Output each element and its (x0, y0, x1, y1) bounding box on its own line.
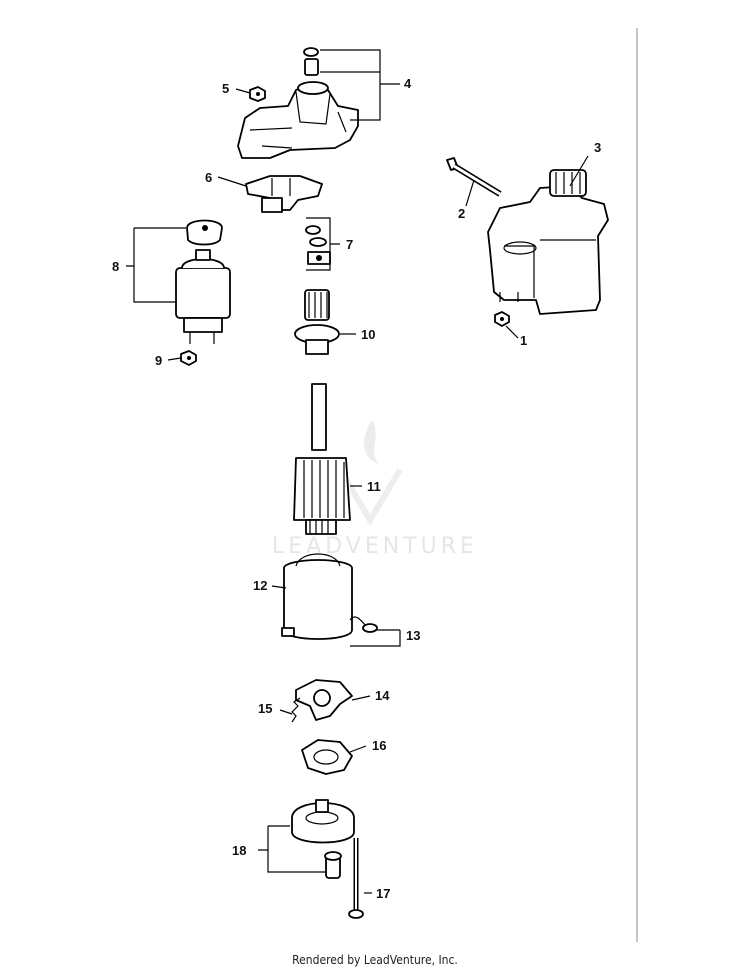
part-9-nut (180, 350, 197, 366)
part-6-brush-plate (245, 175, 323, 213)
callout-5: 5 (222, 81, 229, 96)
callout-2: 2 (458, 206, 465, 221)
callout-13: 13 (406, 628, 420, 643)
callout-10: 10 (361, 327, 375, 342)
leader-lines (126, 49, 589, 894)
callout-11: 11 (367, 479, 381, 494)
starter-assembly (487, 169, 609, 315)
watermark-text: LEADVENTURE (272, 534, 478, 559)
callout-6: 6 (205, 170, 212, 185)
part-18-end-cap (291, 799, 355, 879)
callout-4: 4 (404, 76, 412, 91)
callout-9: 9 (155, 353, 162, 368)
callout-14: 14 (375, 688, 390, 703)
callout-1: 1 (520, 333, 527, 348)
part-13-terminal-lead (349, 616, 378, 633)
part-5-nut (249, 86, 266, 102)
watermark: LEADVENTURE (272, 420, 478, 559)
part-10-pinion (294, 289, 340, 355)
callout-3: 3 (594, 140, 601, 155)
footer-credit: Rendered by LeadVenture, Inc. (292, 953, 458, 967)
callout-18: 18 (232, 843, 246, 858)
part-4-drive-housing (237, 47, 359, 159)
part-16-plate (301, 739, 353, 775)
callout-16: 16 (372, 738, 386, 753)
part-1-nut (494, 311, 510, 327)
part-15-spring (291, 697, 301, 723)
part-2-bolt (446, 157, 502, 197)
callout-labels: 1 2 3 4 5 6 7 8 9 10 11 12 13 14 15 16 1… (112, 76, 601, 901)
part-12-frame (281, 553, 353, 640)
part-11-armature (293, 383, 351, 535)
callout-7: 7 (346, 237, 353, 252)
part-8-solenoid (175, 219, 231, 344)
part-7-seal-kit (305, 225, 331, 265)
callout-8: 8 (112, 259, 119, 274)
part-14-brush-holder (295, 679, 353, 721)
part-17-through-bolt (348, 838, 364, 919)
callout-15: 15 (258, 701, 272, 716)
callout-17: 17 (376, 886, 390, 901)
callout-12: 12 (253, 578, 267, 593)
